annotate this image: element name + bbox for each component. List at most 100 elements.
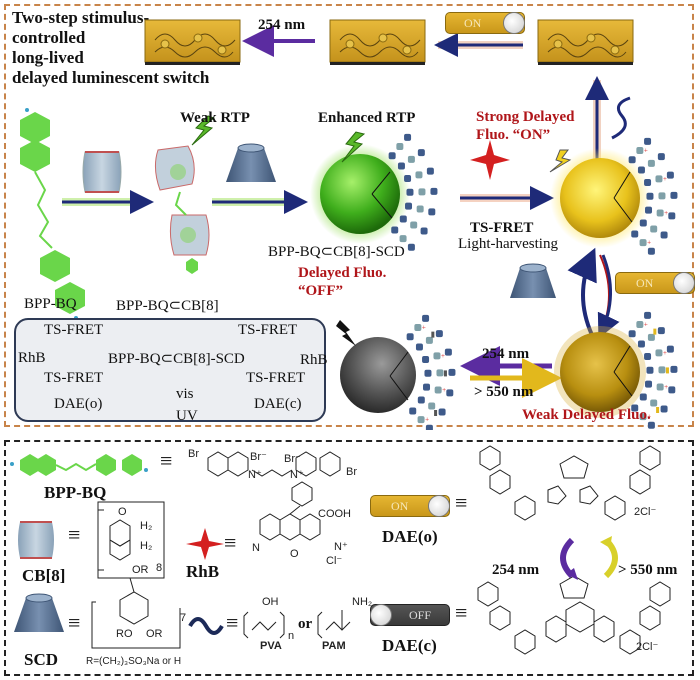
dae-o-structure (479, 445, 661, 521)
ib-rhb-left: RhB (18, 350, 46, 366)
chem-o: O (118, 506, 127, 518)
dae-mark (431, 331, 435, 338)
assembly-unit (438, 408, 446, 416)
legend-toggle-on: ON (370, 495, 450, 517)
assembly-unit (647, 333, 655, 341)
polymer-film-middle (329, 19, 426, 65)
chem-br: Br (188, 448, 199, 460)
label-bppbq-cb8: BPP-BQ⊂CB[8] (116, 298, 219, 314)
assembly-unit (645, 206, 653, 214)
assembly-unit (637, 166, 645, 174)
rhb-mark: + (663, 175, 667, 183)
toggle-on-middle: ON (615, 272, 695, 294)
equiv-sign: ≡ (455, 600, 468, 625)
scd-structure (91, 577, 181, 649)
chem-n-plus: N⁺ (334, 541, 348, 553)
bppbq-molecule-icon (20, 108, 85, 320)
label-light-harvesting: Light-harvesting (458, 236, 558, 252)
assembly-unit (407, 155, 415, 163)
chem-or: OR (132, 564, 149, 576)
assembly-unit (425, 336, 433, 344)
assembly-unit (405, 202, 413, 210)
chem-or: OR (146, 628, 163, 640)
assembly-unit (657, 153, 665, 161)
assembly-unit (424, 369, 432, 377)
toggle-knob (428, 495, 450, 517)
assembly-unit (404, 175, 412, 183)
label-weak-delayed: Weak Delayed Fluo. (522, 407, 651, 423)
assembly-unit (446, 389, 454, 397)
assembly-unit (628, 330, 636, 338)
rhb-mark: + (664, 383, 668, 391)
assembly-unit (444, 348, 452, 356)
assembly-unit (637, 340, 645, 348)
chem-cooh: COOH (318, 508, 351, 520)
rhb-mark: + (422, 324, 426, 332)
assembly-unit (396, 143, 404, 151)
toggle-label: ON (464, 16, 482, 30)
rhb-mark: + (664, 209, 668, 217)
dae-mark (653, 328, 657, 335)
equiv-sign: ≡ (68, 522, 81, 547)
label-strong-delayed: Strong Delayed Fluo. “ON” (476, 108, 574, 144)
toggle-label: OFF (409, 608, 432, 622)
assembly-unit (426, 167, 434, 175)
legend-pva-name: PVA (260, 640, 282, 652)
assembly-unit (639, 219, 647, 227)
assembly-unit (420, 227, 428, 235)
ib-ts-fret-lower-left: TS-FRET (44, 370, 104, 386)
assembly-unit (656, 383, 664, 391)
scheme-title: Two-step stimulus- controlled long-lived… (12, 8, 212, 88)
gray-nanoparticle (340, 337, 416, 413)
assembly-unit (428, 208, 436, 216)
assembly-unit (670, 365, 678, 373)
bppbq-cb8-complex-icon (154, 145, 210, 274)
chem-nh2: NH₂ (352, 596, 373, 608)
equiv-sign: ≡ (68, 610, 81, 635)
assembly-unit (423, 383, 431, 391)
weak-rtp-lightning-icon (191, 115, 216, 146)
assembly-unit (406, 333, 414, 341)
label-254nm-middle: 254 nm (482, 346, 530, 362)
label-550nm-middle: > 550 nm (474, 384, 534, 400)
assembly-unit (646, 192, 654, 200)
text-line: Fluo. “ON” (476, 127, 551, 143)
dae-mark (434, 410, 438, 416)
assembly-unit (399, 235, 407, 243)
assembly-unit (647, 421, 655, 429)
assembly-unit (631, 404, 639, 412)
chem-br-minus: Br⁻ (250, 451, 267, 463)
ib-uv: UV (176, 408, 198, 424)
scd-assembly-yellow: ++++ (628, 137, 678, 255)
assembly-unit (668, 386, 676, 394)
legend-scd-name: SCD (24, 650, 59, 669)
title-line: long-lived (12, 48, 84, 67)
legend-scd-cone-icon (14, 593, 64, 632)
assembly-unit (639, 239, 647, 247)
rhb-mark: + (647, 239, 651, 247)
legend-cb8-icon (18, 521, 54, 559)
pam-structure (317, 610, 351, 639)
legend-rhb-name: RhB (186, 562, 220, 581)
chem-2cl: 2Cl⁻ (636, 641, 659, 653)
scd-assembly-gold: ++++ (628, 311, 678, 429)
rhb-mark: + (442, 386, 446, 394)
chem-n: N (252, 542, 260, 554)
assembly-unit (415, 171, 423, 179)
assembly-unit (417, 416, 425, 424)
strong-fluo-lightning-icon (549, 149, 572, 173)
ib-ts-fret-right: TS-FRET (238, 322, 298, 338)
cb8-structure (97, 501, 165, 579)
label-weak-rtp: Weak RTP (180, 110, 250, 126)
assembly-unit (414, 324, 422, 332)
chem-br-minus: Br⁻ (284, 453, 301, 465)
ib-ts-fret-lower-right: TS-FRET (246, 370, 306, 386)
assembly-unit (434, 386, 442, 394)
assembly-unit (660, 405, 668, 413)
ib-rhb-right: RhB (300, 352, 328, 368)
assembly-unit (415, 343, 423, 351)
assembly-unit (658, 192, 666, 200)
arrow-cycle-down (597, 254, 620, 339)
assembly-unit (391, 226, 399, 234)
gold-nanoparticle (560, 332, 640, 412)
